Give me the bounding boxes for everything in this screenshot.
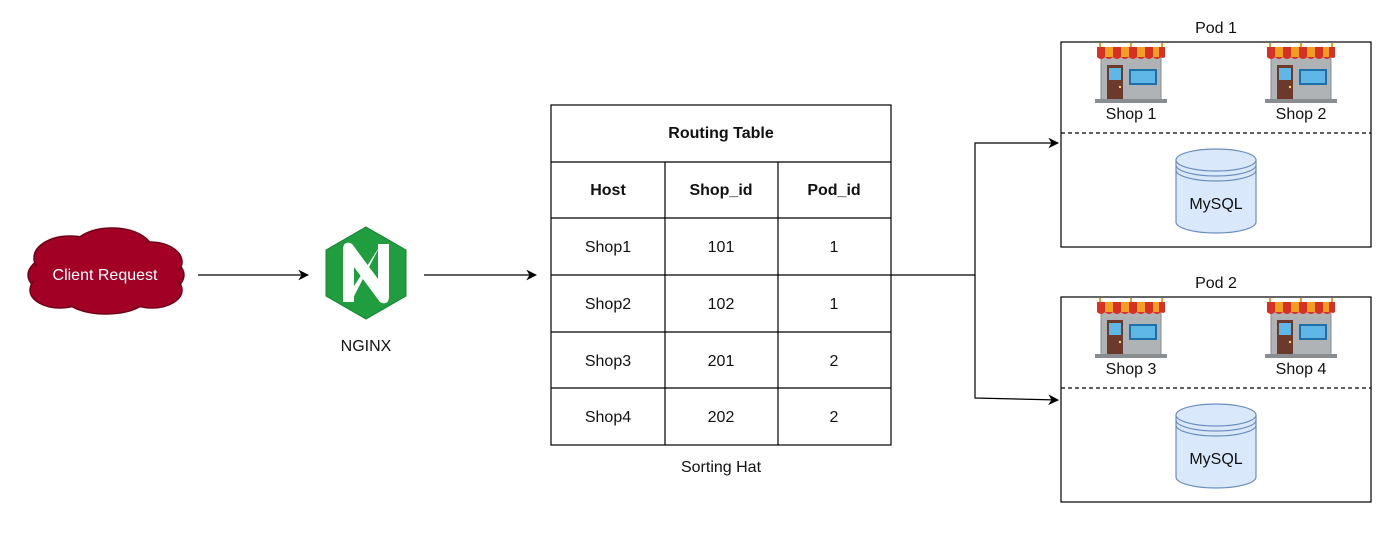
table-header-pod-id: Pod_id	[807, 182, 860, 199]
routing-table-title: Routing Table	[668, 125, 774, 142]
table-cell: 201	[708, 353, 735, 370]
pod-2-title: Pod 2	[1195, 275, 1237, 292]
table-cell: 101	[708, 239, 735, 256]
table-header-host: Host	[590, 182, 626, 199]
table-cell: 202	[708, 409, 735, 426]
shop-2-icon	[1264, 42, 1338, 104]
table-cell: 102	[708, 296, 735, 313]
routing-table-caption: Sorting Hat	[681, 459, 762, 476]
mysql-database-icon	[1175, 148, 1257, 234]
shop-4-icon	[1264, 297, 1338, 359]
nginx-icon	[325, 226, 407, 320]
table-cell: 1	[830, 296, 839, 313]
shop-2-label: Shop 2	[1276, 106, 1327, 123]
table-cell: Shop2	[585, 296, 631, 313]
shop-4-label: Shop 4	[1276, 361, 1327, 378]
table-cell: 2	[830, 409, 839, 426]
table-cell: 1	[830, 239, 839, 256]
table-cell: 2	[830, 353, 839, 370]
shop-1-icon	[1094, 42, 1168, 104]
nginx-label: NGINX	[341, 338, 392, 355]
shop-1-label: Shop 1	[1106, 106, 1157, 123]
mysql-database-icon	[1175, 403, 1257, 489]
pod-connectors	[891, 137, 1060, 406]
client-request-cloud: Client Request	[27, 227, 185, 315]
pod-2-db-label: MySQL	[1189, 451, 1242, 468]
pod-2: Pod 2 Shop 3 Shop 4 MySQL	[1060, 275, 1372, 503]
table-cell: Shop3	[585, 353, 631, 370]
pod-1-db-label: MySQL	[1189, 196, 1242, 213]
table-header-shop-id: Shop_id	[689, 182, 752, 199]
pod-1: Pod 1 Shop 1 Shop 2 MySQL	[1060, 20, 1372, 248]
table-cell: Shop1	[585, 239, 631, 256]
shop-3-label: Shop 3	[1106, 361, 1157, 378]
pod-1-title: Pod 1	[1195, 20, 1237, 37]
client-request-label: Client Request	[53, 267, 159, 284]
shop-3-icon	[1094, 297, 1168, 359]
routing-table: Routing Table Host Shop_id Pod_id Shop1 …	[550, 104, 892, 446]
table-cell: Shop4	[585, 409, 631, 426]
